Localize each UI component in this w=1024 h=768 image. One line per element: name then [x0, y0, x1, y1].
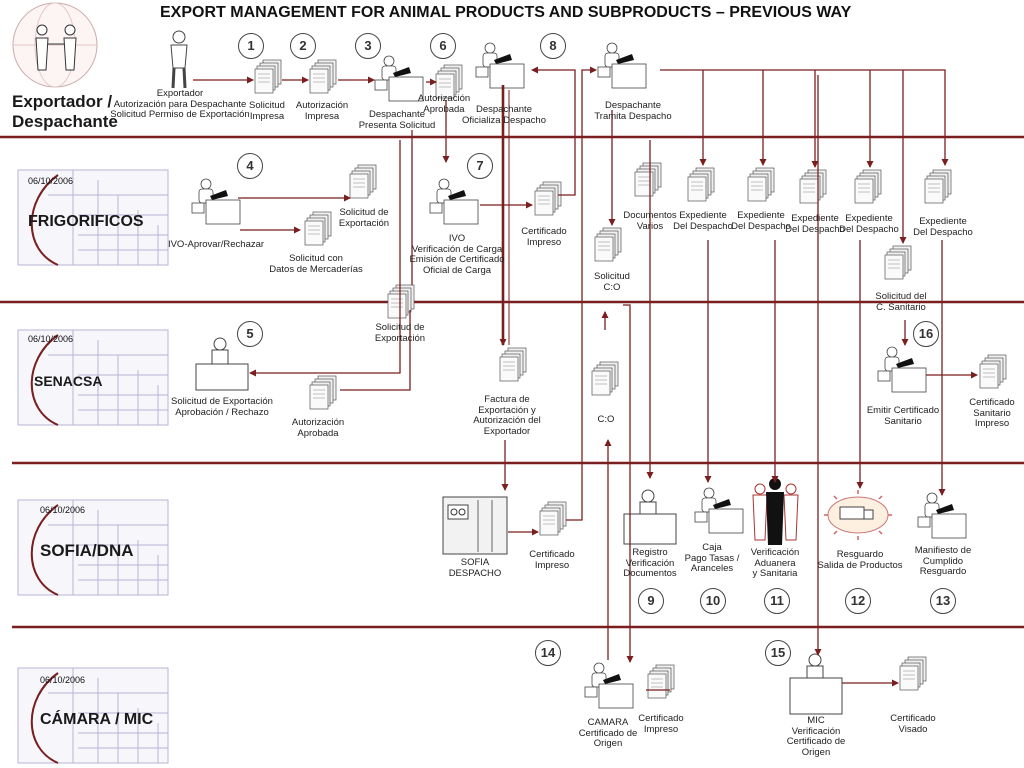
step-7: 7 [467, 153, 493, 179]
camara-label: CAMARA Certificado de Origen [578, 717, 638, 749]
caja-label: Caja Pago Tasas / Aranceles [684, 542, 740, 574]
lane-date-camara: 06/10/2006 [40, 675, 86, 685]
lane-label-camara: CÁMARA / MIC [40, 711, 154, 728]
ivo-aprobar-label: IVO-Aprovar/Rechazar [167, 239, 265, 250]
autorizacion-aprobada-sen-label: Autorización Aprobada [291, 417, 345, 439]
co-label: C:O [597, 414, 615, 425]
solicitud-co-label: Solicitud C:O [594, 271, 630, 293]
factura-label: Factura de Exportación y Autorización de… [473, 394, 541, 437]
registro-label: Registro Verificación Documentos [623, 547, 677, 579]
lane-cards [17, 169, 169, 764]
flow-connectors [193, 66, 978, 691]
ivo-verificacion-label: IVO Verificación de Carga Emisión de Cer… [409, 233, 505, 276]
autorizacion-aprobada-label: Autorización Aprobada [417, 93, 471, 115]
emitir-cert-label: Emitir Certificado Sanitario [866, 405, 940, 427]
solicitud-impresa-label: Solicitud Impresa [249, 100, 285, 122]
step-1: 1 [238, 33, 264, 59]
sofia-despacho-label: SOFIA DESPACHO [448, 557, 502, 579]
solicitud-c-sanitario-label: Solicitud del C. Sanitario [875, 291, 927, 313]
lane-date-senacsa: 06/10/2006 [28, 334, 74, 344]
exportador-person-icon [170, 30, 188, 89]
step-3: 3 [355, 33, 381, 59]
lane-label-exportador: Exportador / Despachante [12, 92, 118, 131]
lane-label-sofia: SOFIA/DNA [40, 541, 134, 560]
step-10: 10 [700, 588, 726, 614]
despachante-tramita-label: Despachante Tramita Despacho [594, 100, 672, 122]
cert-sanitario-label: Certificado Sanitario Impreso [969, 397, 1015, 429]
step-5: 5 [237, 321, 263, 347]
autorizacion-impresa-label: Autorización Impresa [295, 100, 349, 122]
exportador-label: Exportador Autorización para Despachante… [110, 88, 250, 120]
step-16: 16 [913, 321, 939, 347]
step-14: 14 [535, 640, 561, 666]
page-title: EXPORT MANAGEMENT FOR ANIMAL PRODUCTS AN… [160, 4, 852, 21]
step-4: 4 [237, 153, 263, 179]
mic-label: MIC Verificación Certificado de Origen [786, 715, 846, 758]
despachante-presenta-label: Despachante Presenta Solicitud [358, 109, 436, 131]
cert-impreso-sofia-label: Certificado Impreso [529, 549, 575, 571]
step-13: 13 [930, 588, 956, 614]
lane-date-sofia: 06/10/2006 [40, 505, 86, 515]
step-8: 8 [540, 33, 566, 59]
step-15: 15 [765, 640, 791, 666]
verificacion-label: Verificación Aduanera y Sanitaria [750, 547, 800, 579]
step-11: 11 [764, 588, 790, 614]
lane-label-senacsa: SENACSA [34, 373, 103, 389]
expediente-label-4: Expediente Del Despacho [839, 213, 899, 235]
lane-dividers [0, 135, 1024, 629]
sofia-machine-icon [442, 496, 508, 555]
solicitud-exportacion-frig-label: Solicitud de Exportación [338, 207, 390, 229]
lane-date-frigorificos: 06/10/2006 [28, 176, 74, 186]
resguardo-label: Resguardo Salida de Productos [817, 549, 903, 571]
step-9: 9 [638, 588, 664, 614]
expediente-label-2: Expediente Del Despacho [731, 210, 791, 232]
cert-impreso-cam-label: Certificado Impreso [638, 713, 684, 735]
lane-label-frigorificos: FRIGORIFICOS [28, 213, 144, 230]
globe-logo-icon [12, 2, 98, 88]
manifiesto-label: Manifiesto de Cumplido Resguardo [914, 545, 972, 577]
despachante-oficializa-label: Despachante Oficializa Despacho [462, 104, 546, 126]
certificado-impreso-frig-label: Certificado Impreso [521, 226, 567, 248]
expediente-label-1: Expediente Del Despacho [673, 210, 733, 232]
sen-aprobacion-label: Solicitud de Exportación Aprobación / Re… [171, 396, 273, 418]
truck-icon [824, 490, 892, 540]
verification-people-icon [752, 478, 799, 545]
solicitud-exportacion-sen-label: Solicitud de Exportación [374, 322, 426, 344]
step-12: 12 [845, 588, 871, 614]
documentos-varios-label: Documentos Varios [623, 210, 677, 232]
step-6: 6 [430, 33, 456, 59]
cert-visado-label: Certificado Visado [890, 713, 936, 735]
expediente-label-3: Expediente Del Despacho [785, 213, 845, 235]
desk-figures [195, 337, 843, 715]
solicitud-datos-label: Solicitud con Datos de Mercaderías [269, 253, 363, 275]
expediente-label-5: Expediente Del Despacho [913, 216, 973, 238]
step-2: 2 [290, 33, 316, 59]
